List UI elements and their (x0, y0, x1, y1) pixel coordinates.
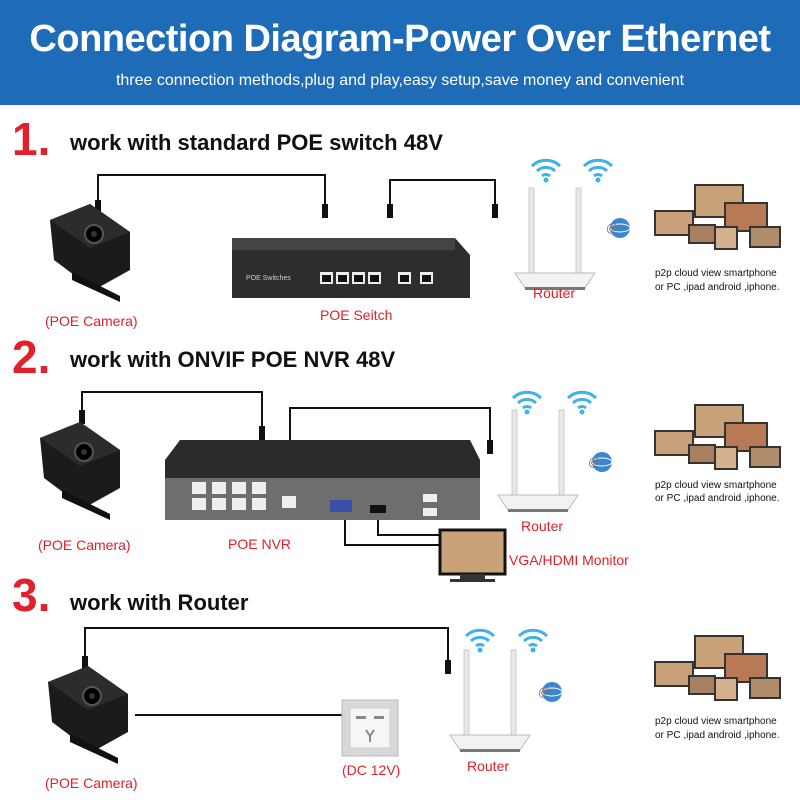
section-1-camera-label: (POE Camera) (45, 313, 138, 329)
section-2-router-label: Router (521, 518, 564, 534)
switch-icon (232, 238, 470, 298)
section-2-number: 2. (12, 331, 51, 383)
section-3-number: 3. (12, 569, 51, 621)
page-subtitle: three connection methods,plug and play,e… (115, 72, 685, 89)
section-3-cloud-text-1: p2p cloud view smartphone (655, 716, 777, 727)
section-2-camera-label: (POE Camera) (38, 537, 131, 553)
section-1-number: 1. (12, 113, 51, 165)
section-1-switch-label: POE Seitch (320, 307, 393, 323)
section-1-cloud-text-2: or PC ,ipad android ,iphone. (655, 282, 780, 293)
section-3-router-label: Router (467, 758, 510, 774)
section-2-nvr-label: POE NVR (228, 536, 292, 552)
section-3-camera-label: (POE Camera) (45, 775, 138, 791)
section-2-cloud-text-2: or PC ,ipad android ,iphone. (655, 493, 780, 504)
nvr-icon (165, 440, 480, 520)
section-2-cloud-text-1: p2p cloud view smartphone (655, 480, 777, 491)
page-title: Connection Diagram-Power Over Ethernet (29, 18, 771, 60)
header-banner: Connection Diagram-Power Over Ethernet t… (0, 0, 800, 105)
section-3-power-label: (DC 12V) (342, 762, 401, 778)
power-outlet-icon (341, 699, 399, 757)
section-3-title: work with Router (70, 590, 249, 615)
section-3-cloud-text-2: or PC ,ipad android ,iphone. (655, 730, 780, 741)
section-1-cloud-text-1: p2p cloud view smartphone (655, 268, 777, 279)
switch-brand-text: POE Switches (246, 275, 291, 282)
monitor-icon (438, 528, 507, 582)
section-1-title: work with standard POE switch 48V (70, 130, 443, 155)
section-1-router-label: Router (533, 285, 576, 301)
section-2-title: work with ONVIF POE NVR 48V (70, 347, 396, 372)
section-2-monitor-label: VGA/HDMI Monitor (509, 552, 629, 568)
